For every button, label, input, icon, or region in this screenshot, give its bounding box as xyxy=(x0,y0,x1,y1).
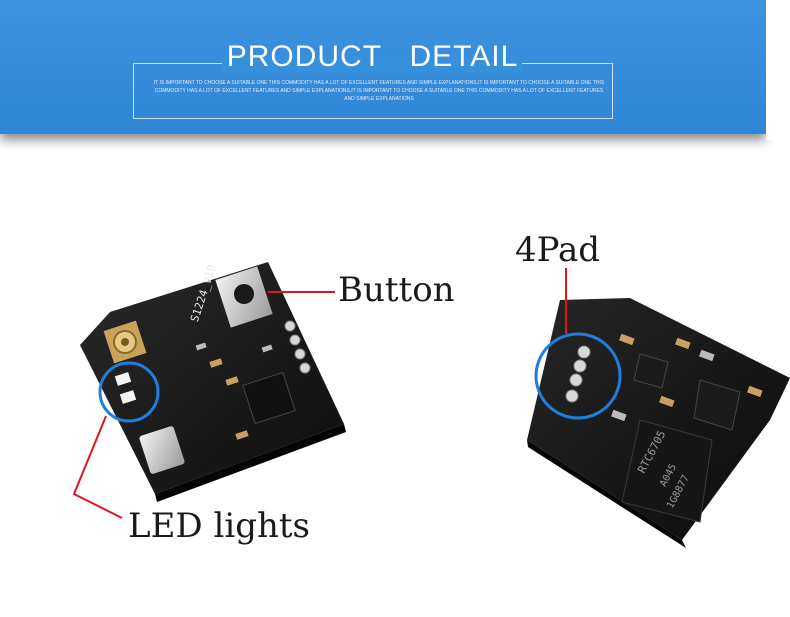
smd-part xyxy=(747,385,763,398)
left-pad-2 xyxy=(289,334,301,346)
pad-3 xyxy=(569,373,583,387)
left-pcb-edge xyxy=(155,424,346,502)
button-label: Button xyxy=(338,270,455,310)
title-frame-gap xyxy=(222,55,522,73)
led-2 xyxy=(119,390,137,404)
antenna-connector-core xyxy=(121,338,129,346)
rf-chip xyxy=(621,419,713,523)
left-pad-1 xyxy=(284,320,296,332)
led-callout-line xyxy=(72,415,123,519)
left-mcu-chip xyxy=(242,371,296,425)
regulator-chip xyxy=(633,353,669,389)
banner-edge xyxy=(766,0,790,140)
secondary-chip xyxy=(693,379,741,431)
page-title: PRODUCT DETAIL xyxy=(226,40,519,73)
page-subtitle: IT IS IMPORTANT TO CHOOSE A SUITABLE ONE… xyxy=(153,80,605,102)
left-board: S1224_V10 xyxy=(80,262,346,502)
smd-part xyxy=(261,344,273,353)
smd-part xyxy=(235,430,249,440)
left-pad-4 xyxy=(299,362,311,374)
pad-2 xyxy=(573,359,587,373)
led-1 xyxy=(114,372,132,386)
pad-1 xyxy=(577,345,591,359)
right-board: RTC6705 A045 1G8877 xyxy=(527,298,790,548)
smd-part xyxy=(209,358,223,368)
right-pcb xyxy=(527,298,790,540)
smd-part xyxy=(195,342,207,351)
smd-part xyxy=(225,376,239,386)
pad-4 xyxy=(565,389,579,403)
smd-part xyxy=(675,337,691,350)
pad-highlight-circle xyxy=(534,332,622,420)
tact-switch-cap xyxy=(234,284,254,304)
smd-part xyxy=(611,409,627,422)
right-pcb-edge xyxy=(527,440,686,548)
led-highlight-circle xyxy=(98,361,160,423)
smd-part xyxy=(619,333,635,346)
smd-part xyxy=(659,395,675,408)
smd-part xyxy=(699,349,715,362)
crystal-oscillator xyxy=(139,426,185,474)
four-pad-label: 4Pad xyxy=(515,230,601,270)
left-pad-3 xyxy=(294,348,306,360)
led-lights-label: LED lights xyxy=(128,506,310,546)
